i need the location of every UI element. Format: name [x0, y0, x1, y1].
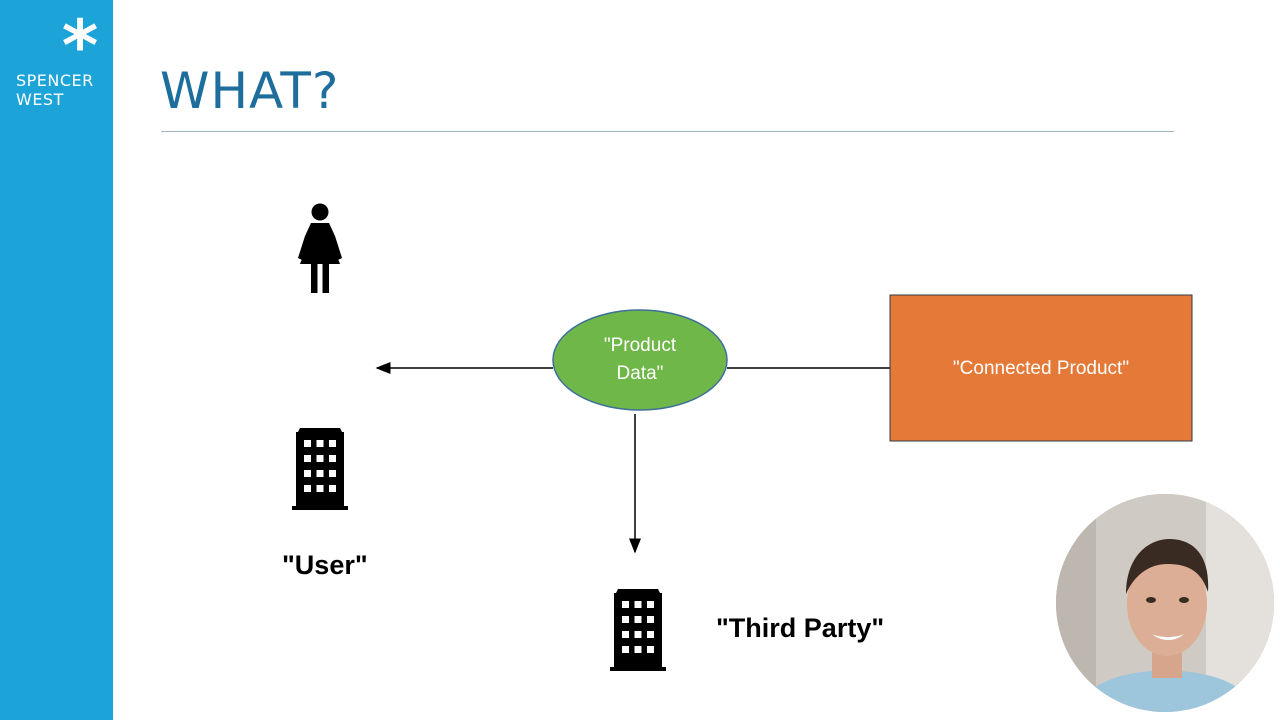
third-party-label: "Third Party"	[716, 613, 885, 643]
product-data-label: "Product Data"	[603, 335, 677, 384]
connected-product-label: "Connected Product"	[952, 358, 1130, 379]
presenter-photo	[1056, 494, 1274, 712]
person-icon	[298, 203, 342, 293]
brand-line-1: SPENCER	[16, 71, 94, 90]
brand-sidebar: * SPENCER WEST	[0, 0, 113, 720]
asterisk-icon: *	[61, 5, 99, 87]
connected-product-node	[889, 294, 1193, 442]
slide-title: WHAT?	[160, 62, 340, 120]
presenter-webcam	[1056, 494, 1274, 712]
product-data-node	[552, 309, 728, 411]
brand-line-2: WEST	[16, 90, 64, 109]
brand-logo-text: SPENCER WEST	[16, 71, 94, 109]
user-label: "User"	[282, 550, 368, 580]
title-divider	[161, 131, 1174, 132]
building-icon	[292, 428, 348, 510]
building-icon	[610, 589, 666, 671]
